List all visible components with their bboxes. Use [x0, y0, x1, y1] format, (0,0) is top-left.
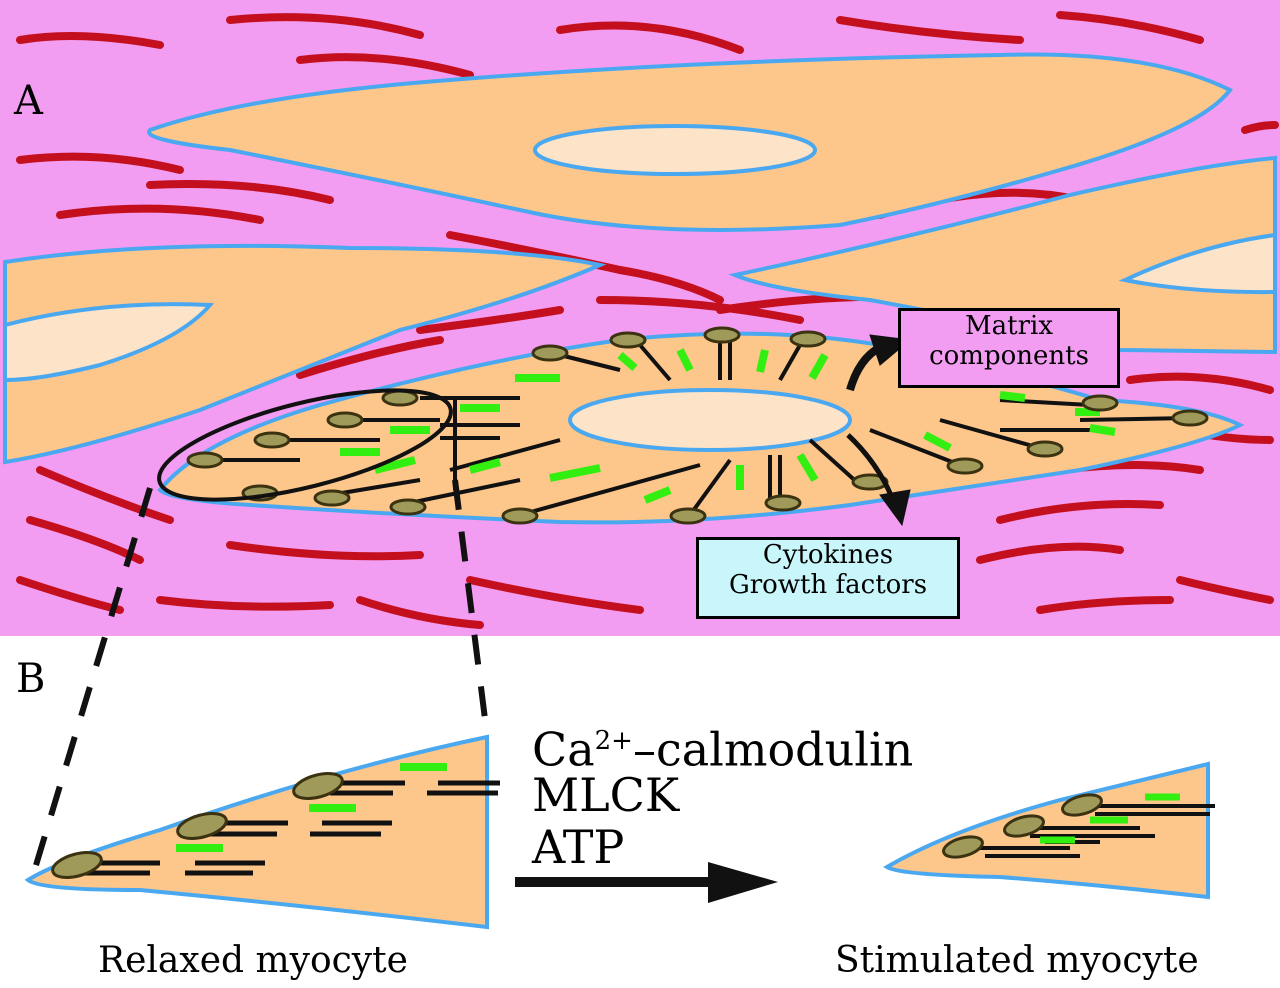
relaxed-dense-bodies	[51, 772, 344, 879]
stimulated-dense-bodies	[942, 793, 1103, 859]
relaxed-caption: Relaxed myocyte	[98, 940, 408, 981]
nucleus	[3, 302, 215, 383]
ca-text: Ca	[532, 722, 595, 777]
reagent-atp: ATP	[532, 820, 625, 874]
myocyte-nucleus	[568, 388, 852, 452]
matrix-components-box: Matrix components	[898, 308, 1120, 388]
panel-a-label: A	[14, 78, 43, 124]
ca-superscript: 2+	[594, 726, 633, 756]
relaxed-actin	[80, 780, 500, 876]
myosin-filaments	[340, 348, 1116, 504]
stimulated-caption: Stimulated myocyte	[835, 940, 1199, 981]
reagent-mlck: MLCK	[532, 768, 680, 822]
stimulated-myocyte-cell	[883, 761, 1210, 900]
matrix-box-line1: Matrix	[965, 311, 1053, 341]
fibroblast-cells	[3, 52, 1277, 465]
zoom-guide-lines	[27, 479, 490, 886]
right-cell	[728, 155, 1277, 355]
zoom-region-outline	[157, 388, 453, 502]
left-cell	[3, 243, 607, 465]
cytokines-box: Cytokines Growth factors	[696, 537, 960, 619]
panel-b-label: B	[16, 656, 46, 702]
nucleus	[533, 124, 817, 176]
stimulated-myosin	[1040, 793, 1180, 844]
nucleus	[1118, 232, 1277, 295]
cytokines-box-line2: Growth factors	[728, 570, 928, 600]
reaction-arrow	[515, 862, 778, 903]
reagent-ca-calmodulin: Ca2+–calmodulin	[532, 714, 913, 776]
relaxed-myosin	[176, 763, 447, 852]
calmodulin-text: –calmodulin	[632, 722, 914, 777]
cytokines-box-line1: Cytokines	[762, 540, 894, 570]
matrix-box-line2: components	[929, 341, 1089, 371]
dense-bodies	[186, 326, 1209, 525]
